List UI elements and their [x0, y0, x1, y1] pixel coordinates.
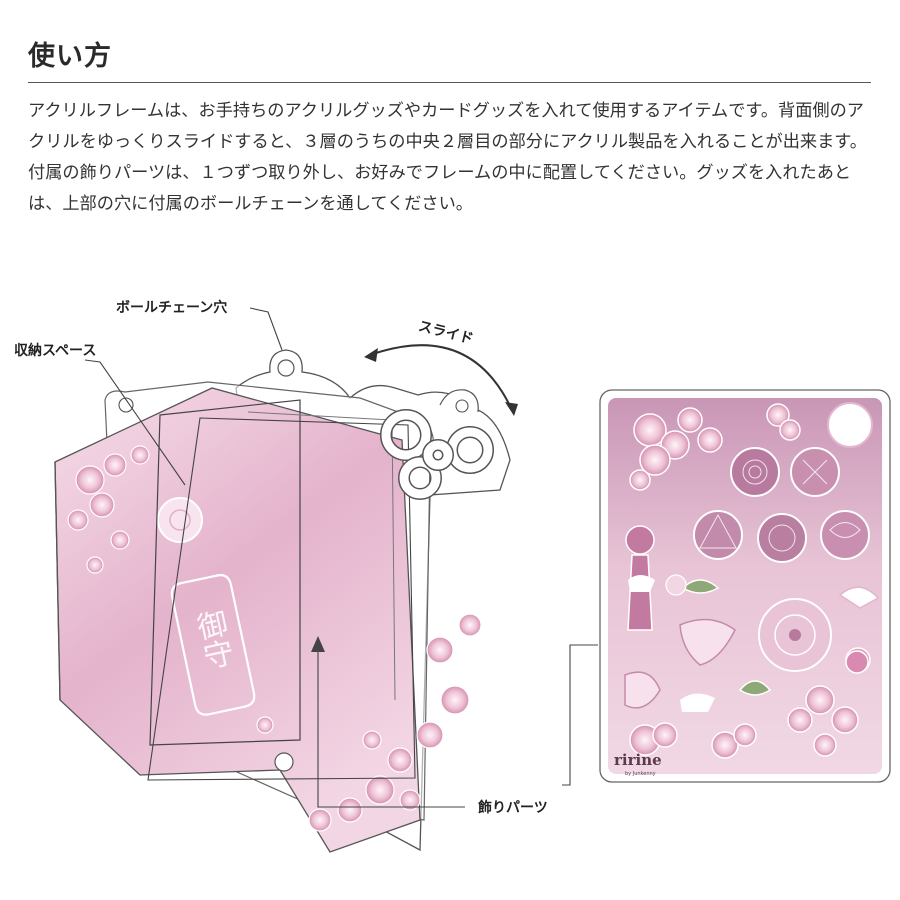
decoration-sheet: ririne by Junkenny — [599, 389, 891, 783]
decoration-parts-label: 飾りパーツ — [478, 800, 548, 816]
sheet-brand-sub: by Junkenny — [625, 771, 656, 777]
leader-storage — [84, 359, 186, 486]
leader-sheet — [562, 644, 598, 786]
leader-decoration — [317, 638, 465, 808]
slide-arrow — [369, 344, 513, 411]
sheet-brand: ririne — [614, 751, 662, 769]
storage-space-label: 収納スペース — [14, 343, 97, 359]
usage-description: アクリルフレームは、お手持ちのアクリルグッズやカードグッズを入れて使用するアイテ… — [28, 101, 867, 214]
leader-ball-chain — [249, 307, 283, 351]
page-title: 使い方 — [28, 41, 112, 72]
sakura-decoration — [67, 445, 482, 832]
mizuhiki-knot — [380, 409, 494, 500]
title-divider — [28, 82, 871, 83]
front-acrylic-plate: 御守 — [54, 387, 482, 853]
ball-chain-hole-label: ボールチェーン穴 — [116, 300, 228, 316]
